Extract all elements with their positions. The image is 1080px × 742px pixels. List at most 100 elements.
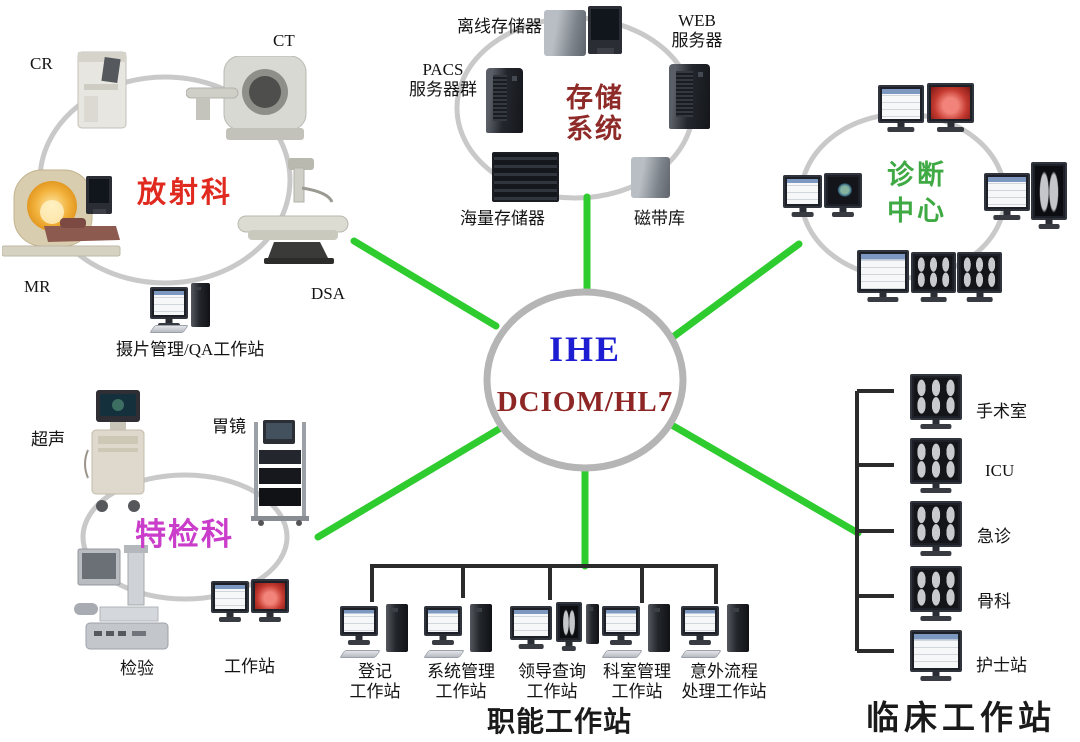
monitor-stand [617, 634, 625, 641]
hub-circle [483, 288, 687, 472]
screen [606, 610, 636, 632]
screen [882, 89, 920, 119]
label-gastroscope: 胃镜 [212, 417, 246, 436]
monitor-foot [920, 676, 952, 681]
screen [914, 634, 958, 668]
monitor-foot [920, 616, 952, 621]
station-label-line2: 工作站 [611, 682, 663, 701]
monitor-foot [867, 297, 899, 302]
diagnosis-group-title-line1: 诊断 [887, 160, 947, 190]
monitor [602, 606, 640, 645]
station-label-line2: 工作站 [435, 682, 487, 701]
monitor-foot [561, 646, 577, 651]
diagnosis-bottom-monitor-right [957, 252, 1002, 302]
functional-bus-line [370, 564, 718, 604]
offline-storage-body [544, 10, 586, 56]
screen [914, 378, 958, 416]
special-workstation-monitor-right [251, 579, 289, 622]
label-functional-station-0: 登记 工作站 [338, 662, 412, 702]
special-group-arc [80, 472, 290, 602]
pc-tower [470, 604, 492, 652]
web-server-image [669, 64, 710, 129]
link-diagnosis-hub [669, 240, 803, 341]
functional-pc-4 [680, 600, 751, 662]
monitor-stand [932, 418, 940, 425]
label-mass-storage: 海量存储器 [460, 209, 545, 228]
diagnosis-left-monitor-left [783, 175, 822, 217]
monitor-foot [936, 127, 965, 132]
screen [915, 256, 952, 289]
clinical-monitor-1 [910, 438, 962, 493]
label-clinical-station-3: 骨科 [977, 592, 1011, 611]
pc-tower [191, 283, 210, 327]
monitor-stand [226, 611, 234, 618]
diagnosis-top-monitor-right [927, 83, 974, 132]
offline-storage-monitor [588, 6, 622, 54]
monitor-stand [165, 317, 173, 324]
station-label-line2: 工作站 [349, 682, 401, 701]
monitor-stand [1045, 218, 1053, 225]
link-radiology-hub [350, 237, 500, 330]
label-web-server: WEB 服务器 [664, 11, 730, 51]
monitor-stand [527, 638, 535, 645]
diagnosis-group-title-line2: 中心 [887, 196, 947, 226]
screen [914, 442, 958, 480]
diagnosis-top-monitor-left [878, 85, 924, 132]
label-special-workstation: 工作站 [224, 657, 275, 676]
special-workstation-monitor-left [211, 581, 249, 622]
monitor [510, 606, 552, 649]
monitor-stand [947, 121, 954, 128]
screen [560, 606, 578, 638]
monitor-stand [439, 634, 447, 641]
label-mr: MR [24, 277, 51, 296]
station-label-line1: 领导查询 [518, 662, 586, 681]
keyboard [149, 325, 189, 333]
screen [914, 505, 958, 543]
pc-tower [386, 604, 408, 652]
keyboard [680, 650, 722, 658]
monitor-foot [993, 215, 1021, 220]
monitor-stand [932, 670, 940, 677]
screen [685, 610, 715, 632]
dsa-machine-image [237, 158, 349, 264]
monitor-foot [218, 617, 242, 622]
label-functional-station-1: 系统管理 工作站 [419, 662, 503, 702]
monitor [340, 606, 378, 645]
label-pacs-servers: PACS 服务器群 [404, 60, 482, 100]
special-group-title: 特检科 [135, 517, 234, 552]
label-web-server-line2: 服务器 [671, 31, 723, 50]
tape-library-image [631, 157, 670, 198]
link-special-hub [314, 425, 503, 541]
cr-machine-image [77, 51, 127, 129]
label-functional-station-2: 领导查询 工作站 [510, 662, 594, 702]
station-label-line2: 处理工作站 [681, 682, 767, 701]
monitor-stand [932, 545, 940, 552]
diagnosis-group-title: 诊断 中心 [877, 157, 957, 229]
monitor-stand [565, 640, 573, 647]
monitor-foot [920, 488, 952, 493]
keyboard [601, 650, 643, 658]
monitor-foot [966, 297, 993, 302]
ct-scanner-image [186, 56, 307, 140]
keyboard [423, 650, 465, 658]
monitor-stand [799, 206, 806, 213]
monitor-stand [897, 121, 905, 128]
screen [787, 179, 818, 204]
diagnosis-bottom-monitor-middle [911, 252, 956, 302]
monitor [424, 606, 462, 645]
monitor-foot [831, 212, 855, 217]
clinical-monitor-0 [910, 374, 962, 429]
label-qa-workstation: 摄片管理/QA工作站 [116, 340, 265, 359]
clinical-monitor-2 [910, 501, 962, 556]
screen [1035, 166, 1063, 216]
station-label-line1: 科室管理 [603, 662, 671, 681]
radiology-console-monitor-icon [86, 176, 112, 214]
label-clinical-station-2: 急诊 [977, 527, 1011, 546]
qa-workstation-image [149, 283, 212, 333]
storage-group-title-line1: 存储 [566, 83, 624, 113]
monitor-stand [355, 634, 363, 641]
pc-tower [586, 604, 599, 644]
label-offline-storage: 离线存储器 [457, 17, 542, 36]
